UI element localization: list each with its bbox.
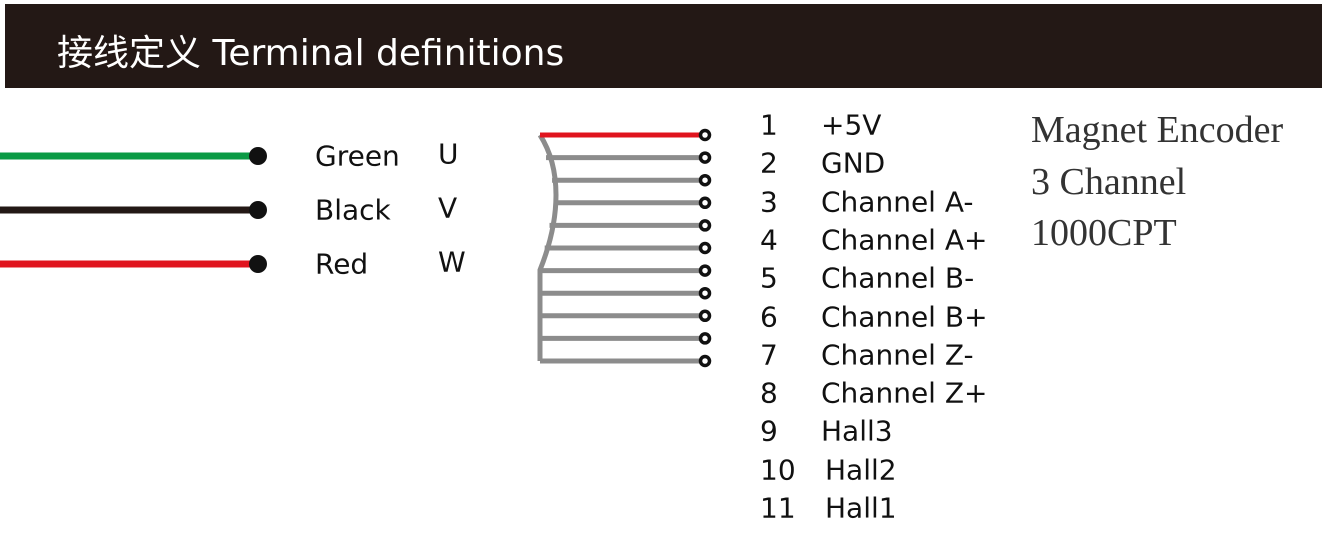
- pin-terminal: [698, 196, 712, 210]
- pin-label: Channel B-: [821, 261, 975, 295]
- wire-terminal-dot: [249, 255, 267, 273]
- pin-terminal: [698, 128, 712, 142]
- pin-terminal: [698, 286, 712, 300]
- pin-label: Hall2: [825, 453, 897, 487]
- pin-label: Channel Z-: [821, 338, 974, 372]
- pin-number: 4: [760, 223, 778, 257]
- cable-bundle: [537, 133, 559, 361]
- pin-label: Hall3: [821, 414, 893, 448]
- pin-number: 6: [760, 300, 778, 333]
- pin-terminal: [698, 173, 712, 187]
- pin-label: GND: [821, 146, 886, 180]
- pin-label: Channel Z+: [821, 376, 988, 410]
- phase-label: V: [438, 191, 458, 225]
- pin-label: Hall1: [825, 491, 897, 525]
- encoder-type: Magnet Encoder: [1031, 109, 1284, 151]
- pin-terminal: [698, 241, 712, 255]
- encoder-resolution: 1000CPT: [1031, 212, 1177, 254]
- pin-label: +5V: [821, 108, 882, 142]
- page-title: 接线定义 Terminal definitions: [57, 33, 565, 74]
- pin-terminal: [698, 264, 712, 277]
- encoder-channels: 3 Channel: [1031, 161, 1187, 203]
- pin-terminal: [698, 219, 712, 232]
- pin-terminal: [698, 309, 712, 323]
- phase-label: U: [438, 137, 459, 171]
- pin-label: Channel A+: [821, 223, 988, 257]
- pin-terminal: [698, 151, 712, 164]
- pin-terminal: [698, 332, 712, 345]
- pin-number: 2: [760, 146, 778, 180]
- pin-number: 1: [760, 108, 778, 142]
- pin-number: 11: [760, 491, 796, 525]
- phase-label: W: [438, 245, 466, 279]
- pin-terminal: [698, 354, 712, 368]
- wire-color-label: Red: [315, 247, 369, 281]
- pin-label: Channel A-: [821, 185, 974, 219]
- pin-number: 3: [760, 185, 778, 219]
- pin-number: 9: [760, 414, 778, 448]
- pin-number: 10: [760, 453, 796, 487]
- wire-terminal-dot: [249, 201, 267, 219]
- header-bar: 接线定义 Terminal definitions: [5, 4, 1322, 88]
- pin-number: 8: [760, 376, 778, 410]
- wire-color-label: Black: [315, 193, 391, 227]
- pin-label: Channel B+: [821, 300, 988, 333]
- pin-number: 7: [760, 338, 778, 372]
- wire-color-label: Green: [315, 139, 400, 173]
- wire-terminal-dot: [249, 147, 267, 165]
- pin-number: 5: [760, 261, 778, 295]
